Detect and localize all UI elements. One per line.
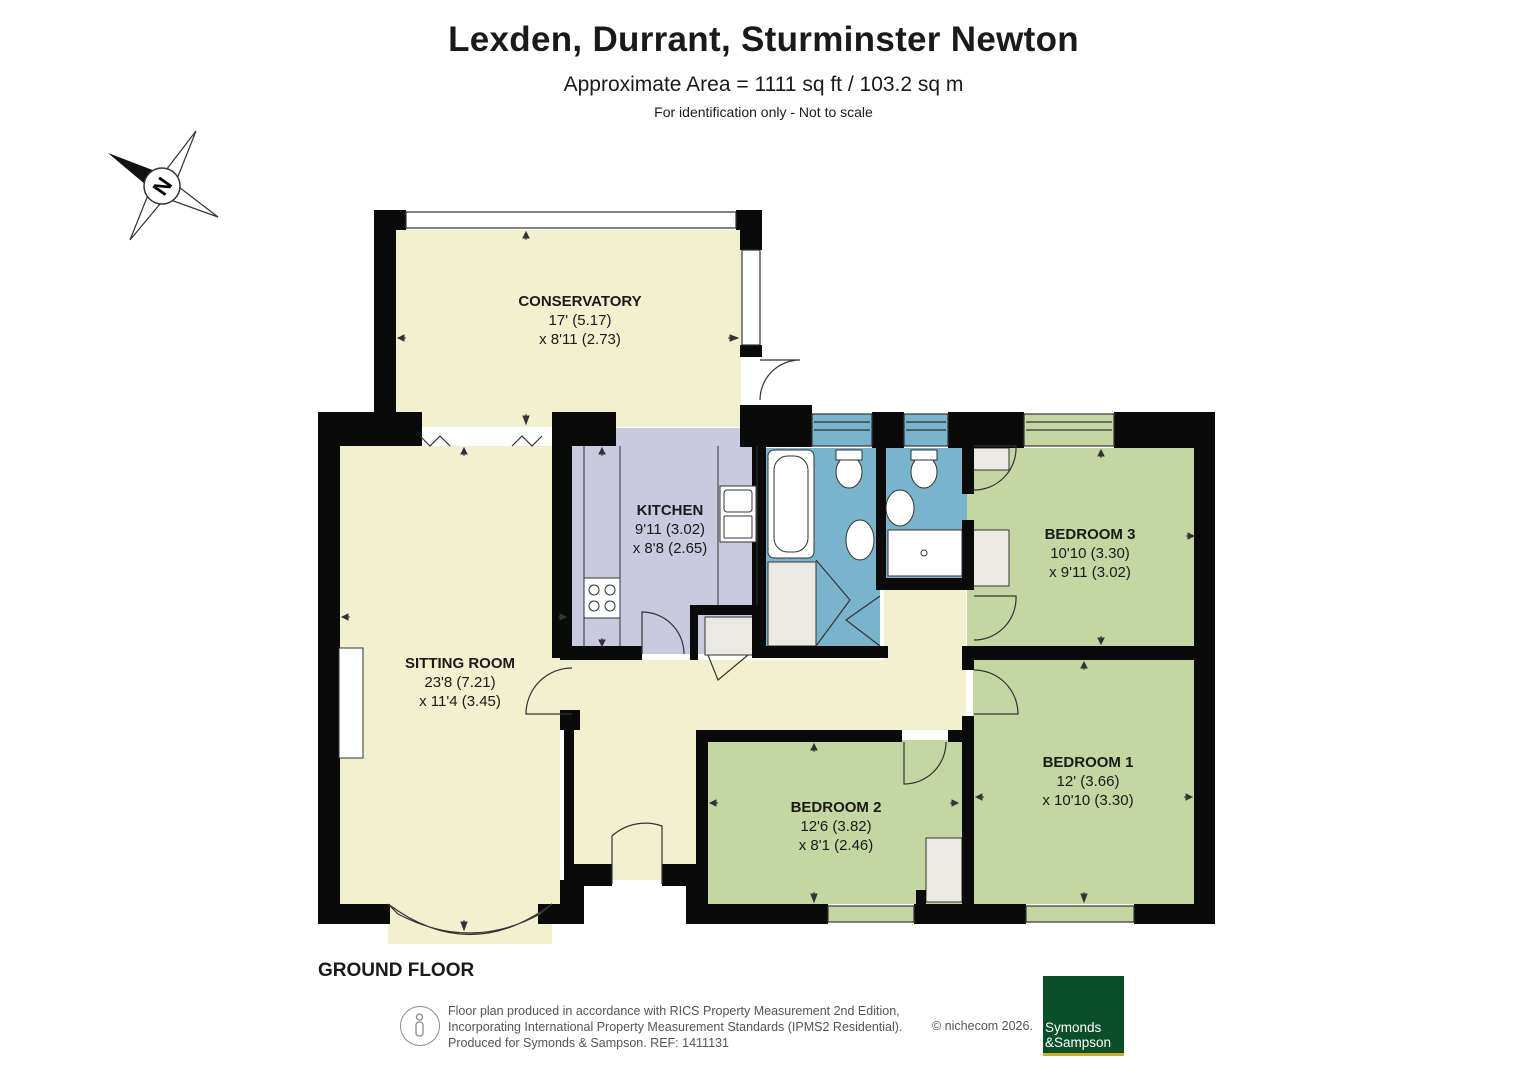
fireplace	[338, 647, 364, 759]
bay-window	[387, 903, 553, 936]
bedroom2-label: BEDROOM 2 12'6 (3.82) x 8'1 (2.46)	[766, 798, 906, 855]
bedroom1-window	[1025, 905, 1135, 923]
room-fills	[339, 230, 1195, 944]
front-door	[611, 822, 663, 884]
cupboards	[704, 447, 1010, 903]
fold-door-1	[419, 435, 451, 447]
kitchen-dim1: 9'11 (3.02)	[634, 521, 706, 538]
bedroom3-cupboard-top	[972, 447, 1010, 471]
sitting-room-label: SITTING ROOM 23'8 (7.21) x 11'4 (3.45)	[380, 654, 540, 711]
area-subtitle: Approximate Area = 1111 sq ft / 103.2 sq…	[563, 73, 964, 96]
kitchen-name: KITCHEN	[636, 502, 704, 519]
kitchen-door	[641, 611, 685, 655]
floor-label: GROUND FLOOR	[318, 960, 475, 981]
person-icon	[415, 1013, 424, 1037]
sitting-room-door	[525, 667, 573, 715]
bedroom2-window	[827, 905, 915, 923]
bedroom3-dim2: x 9'11 (3.02)	[1049, 564, 1131, 581]
conservatory-floor	[395, 230, 741, 427]
bathroom-basin	[845, 519, 875, 561]
kitchen-dim2: x 8'8 (2.65)	[632, 540, 708, 557]
brand-line-2: &Sampson	[1045, 1035, 1112, 1050]
bedroom2-dim2: x 8'1 (2.46)	[798, 837, 874, 854]
dimension-arrows	[340, 230, 1196, 932]
hall-cupboard	[704, 616, 758, 656]
kitchen-hob	[583, 577, 621, 619]
bathroom-cupboard	[767, 561, 817, 647]
hall-cupboard-door	[707, 654, 749, 681]
sitting-room-dim1: 23'8 (7.21)	[424, 674, 496, 691]
footer-line-1: Floor plan produced in accordance with R…	[448, 1004, 900, 1018]
doors	[419, 359, 1019, 884]
bathroom-door-b	[844, 595, 881, 647]
footer-line-2: Incorporating International Property Mea…	[448, 1020, 903, 1034]
conservatory-dim2: x 8'11 (2.73)	[539, 331, 621, 348]
sitting-room-dim2: x 11'4 (3.45)	[419, 693, 501, 710]
bedroom1-dim1: 12' (3.66)	[1056, 773, 1120, 790]
conservatory-name: CONSERVATORY	[518, 293, 642, 310]
shower-toilet	[910, 455, 938, 489]
bedroom3-label: BEDROOM 3 10'10 (3.30) x 9'11 (3.02)	[1020, 525, 1160, 582]
hall-lower-floor	[572, 715, 696, 880]
bedroom1-floor	[973, 660, 1195, 904]
footer-line-3: Produced for Symonds & Sampson. REF: 141…	[448, 1036, 729, 1050]
bathroom-toilet	[835, 455, 863, 489]
bedroom1-dim2: x 10'10 (3.30)	[1042, 792, 1134, 809]
sitting-room-name: SITTING ROOM	[405, 655, 515, 672]
bedroom3-dim1: 10'10 (3.30)	[1050, 545, 1130, 562]
copyright: © nichecom 2026.	[932, 1019, 1033, 1033]
bedroom2-dim1: 12'6 (3.82)	[800, 818, 872, 835]
brand-logo[interactable]: Symonds &Sampson	[1043, 976, 1124, 1056]
bedroom3-name: BEDROOM 3	[1044, 526, 1136, 543]
conservatory-label: CONSERVATORY 17' (5.17) x 8'11 (2.73)	[490, 292, 670, 349]
bedroom3-cupboard	[972, 529, 1010, 587]
conservatory-door	[759, 359, 801, 401]
bedroom2-floor	[708, 740, 962, 904]
north-arrow-icon: N	[108, 130, 219, 241]
sitting-room-floor	[339, 446, 560, 906]
fold-door-2	[511, 435, 543, 447]
bedroom3-door-a	[973, 445, 1017, 491]
bedroom2-cupboard	[925, 837, 963, 903]
kitchen-label: KITCHEN 9'11 (3.02) x 8'8 (2.65)	[610, 501, 730, 558]
bedroom1-name: BEDROOM 1	[1042, 754, 1134, 771]
rics-person-icon	[400, 1006, 440, 1046]
conservatory-window-top	[405, 211, 737, 229]
hall-right-floor	[884, 590, 966, 730]
bathroom-door	[815, 559, 851, 647]
bedroom2-door	[903, 741, 947, 785]
scale-note: For identification only - Not to scale	[654, 104, 873, 120]
bedroom2-name: BEDROOM 2	[790, 799, 882, 816]
walls	[318, 210, 1215, 924]
bedroom1-door	[973, 669, 1019, 715]
shower-basin	[885, 489, 915, 527]
conservatory-window-side	[741, 249, 761, 346]
conservatory-dim1: 17' (5.17)	[548, 312, 612, 329]
brand-accent-bar	[1043, 1053, 1124, 1056]
plan-title: Lexden, Durrant, Sturminster Newton	[448, 20, 1079, 59]
bedroom1-label: BEDROOM 1 12' (3.66) x 10'10 (3.30)	[1016, 753, 1160, 810]
brand-line-1: Symonds	[1045, 1020, 1102, 1035]
windows	[387, 211, 1135, 936]
footer-note: Floor plan produced in accordance with R…	[448, 1003, 902, 1051]
bay-window-floor	[388, 904, 552, 944]
fixtures	[338, 446, 963, 759]
brand-logo-text: Symonds &Sampson	[1045, 1020, 1111, 1050]
bedroom3-door-b	[973, 595, 1017, 641]
